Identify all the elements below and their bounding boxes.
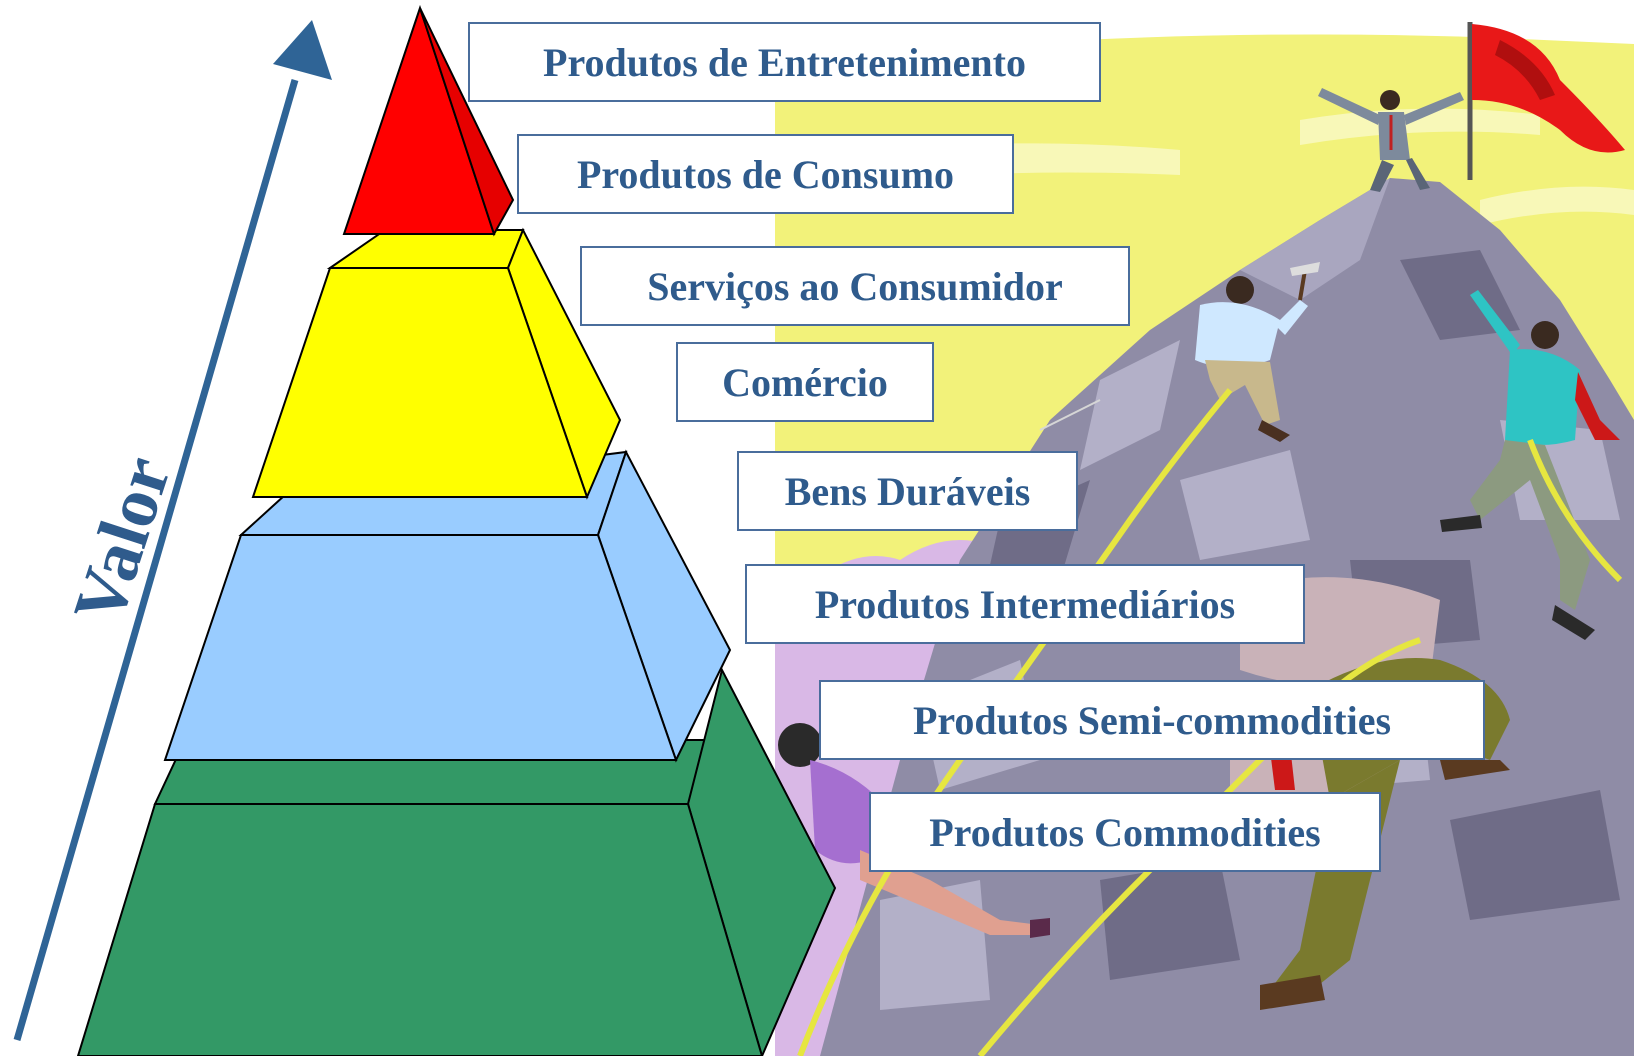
level-label-intermediate-products: Produtos Intermediários [745,564,1305,644]
level-label-consumer-products: Produtos de Consumo [517,134,1014,214]
pyramid-layer-yellow [251,227,622,500]
pyramid-layer-light-blue [163,449,732,763]
level-label-durable-goods: Bens Duráveis [737,451,1078,531]
value-arrow [13,20,332,1041]
level-label-commerce: Comércio [676,342,934,422]
level-label-entertainment-products: Produtos de Entretenimento [468,22,1101,102]
level-label-semi-commodity-products: Produtos Semi-commodities [819,680,1485,760]
level-label-commodity-products: Produtos Commodities [869,792,1381,872]
level-label-consumer-services: Serviços ao Consumidor [580,246,1130,326]
pyramid-layer-green [76,667,837,1056]
pyramid [76,4,837,1056]
pyramid-layer-red [342,4,515,237]
